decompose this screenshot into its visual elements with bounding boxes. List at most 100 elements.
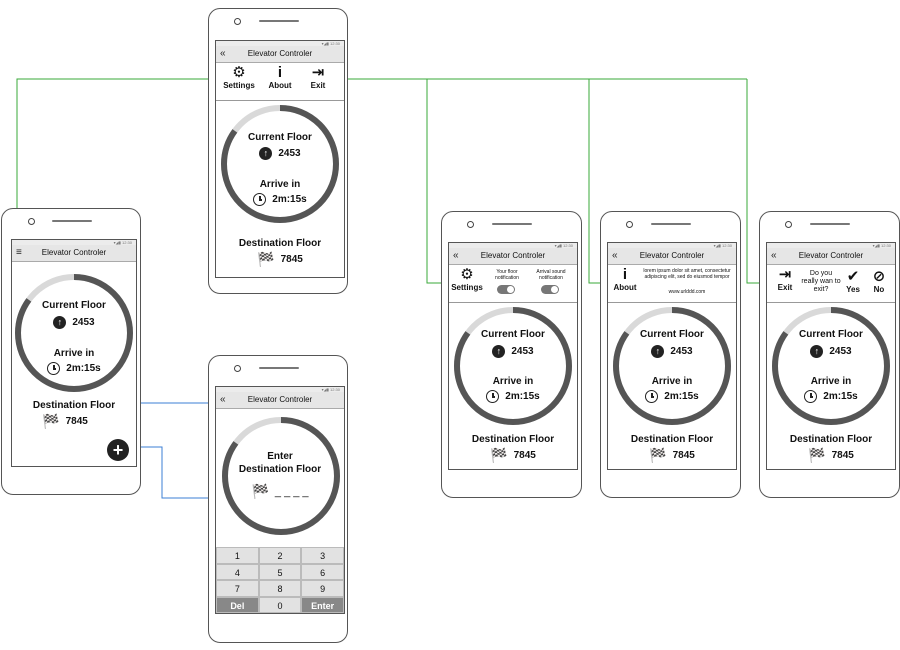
status-bar: ▾◢▮ 12:30 [216,387,344,392]
destination-value: 7845 [672,450,695,461]
add-destination-button[interactable]: + [107,439,129,461]
camera [234,18,241,25]
arrive-value: 2m:15s [664,391,699,402]
status-bar: ▾◢▮ 12:30 [12,240,136,245]
destination-label: Destination Floor [630,434,714,445]
key-2[interactable]: 2 [258,547,302,564]
arrive-value: 2m:15s [505,391,540,402]
back-icon[interactable]: « [612,250,618,261]
phone-home: ▾◢▮ 12:30 ≡ Elevator Controler Current F… [1,208,141,495]
yes-button[interactable]: ✔Yes [833,268,873,294]
key-3[interactable]: 3 [301,547,344,564]
screen: ▾◢▮ 12:30 « Elevator Controler ⇥Exit Do … [766,242,896,470]
camera [785,221,792,228]
arrive-label: Arrive in [492,376,534,387]
progress-ring [611,305,733,427]
back-icon[interactable]: « [220,394,226,405]
back-icon[interactable]: « [453,250,459,261]
status-bar: ▾◢▮ 12:30 [767,243,895,248]
progress-ring [13,272,135,394]
yes-label: Yes [846,285,860,294]
destination-floor: 🏁7845 [449,447,577,464]
menu-about-label: About [268,81,292,90]
back-icon[interactable]: « [220,48,226,59]
key-0[interactable]: 0 [258,596,302,613]
back-icon[interactable]: « [771,250,777,261]
info-icon: i [277,64,283,81]
current-floor-value: 2453 [829,346,852,357]
key-del[interactable]: Del [216,596,259,613]
speaker [651,223,691,225]
key-7[interactable]: 7 [216,580,259,597]
title-bar: ≡ Elevator Controler [12,245,136,262]
exit-heading: ⇥Exit [767,266,805,292]
title-bar: « Elevator Controler [767,248,895,265]
arrive-time: 2m:15s [767,390,895,403]
app-title: Elevator Controler [639,251,705,260]
up-arrow-icon: ↑ [810,345,824,358]
key-8[interactable]: 8 [258,580,302,597]
status-bar: ▾◢▮ 12:30 [608,243,736,248]
key-9[interactable]: 9 [301,580,344,597]
gear-icon: ⚙ [232,64,246,81]
destination-floor: 🏁7845 [12,413,118,430]
app-title: Elevator Controler [247,49,313,58]
app-title: Elevator Controler [41,248,107,257]
settings-heading: ⚙Settings [449,266,487,292]
menu-exit[interactable]: ⇥Exit [298,64,338,90]
current-floor-value: 2453 [72,317,95,328]
menu-icon[interactable]: ≡ [16,247,22,258]
key-6[interactable]: 6 [301,563,344,580]
destination-label: Destination Floor [238,238,322,249]
phone-enter-destination: ▾◢▮ 12:30 « Elevator Controler Enter Des… [208,355,348,643]
gear-icon: ⚙ [460,266,474,283]
arrive-time: 2m:15s [12,362,136,375]
enter-prompt-line1: Enter [267,451,293,462]
up-arrow-icon: ↑ [259,147,273,160]
current-floor-label: Current Floor [42,300,106,311]
no-label: No [873,285,885,294]
speaker [259,367,299,369]
menu-exit-label: Exit [310,81,326,90]
title-bar: « Elevator Controler [608,248,736,265]
camera [28,218,35,225]
settings-panel: ⚙Settings Your floor notification Arriva… [449,265,577,303]
arrive-time: 2m:15s [608,390,736,403]
settings-label: Settings [451,283,483,292]
key-4[interactable]: 4 [216,563,259,580]
floor-notification-label: Your floor notification [495,269,519,281]
arrive-label: Arrive in [651,376,693,387]
screen: ▾◢▮ 12:30 ≡ Elevator Controler Current F… [11,239,137,467]
flag-icon: 🏁 [251,483,269,499]
key-5[interactable]: 5 [258,563,302,580]
up-arrow-icon: ↑ [53,316,67,329]
arrival-sound-toggle[interactable] [541,285,559,294]
camera [467,221,474,228]
menu-settings[interactable]: ⚙Settings [219,64,259,90]
no-button[interactable]: ⊘No [859,268,895,294]
destination-input[interactable]: 🏁_ _ _ _ [216,483,344,500]
clock-icon [47,362,61,375]
flag-icon: 🏁 [490,447,508,463]
app-title: Elevator Controler [480,251,546,260]
key-enter[interactable]: Enter [301,596,344,613]
app-title: Elevator Controler [247,395,313,404]
progress-ring [220,415,342,537]
phone-settings: ▾◢▮ 12:30 « Elevator Controler ⚙Settings… [441,211,582,498]
no-entry-icon: ⊘ [872,268,886,285]
speaker [52,220,92,222]
key-1[interactable]: 1 [216,547,259,564]
destination-label: Destination Floor [471,434,555,445]
floor-notification-toggle[interactable] [497,285,515,294]
app-title: Elevator Controler [798,251,864,260]
about-url[interactable]: www.urlddd.com [668,289,706,295]
current-floor-value: 2453 [278,148,301,159]
arrive-value: 2m:15s [66,363,101,374]
progress-ring [452,305,574,427]
current-floor-label: Current Floor [640,329,704,340]
flag-icon: 🏁 [257,251,275,267]
